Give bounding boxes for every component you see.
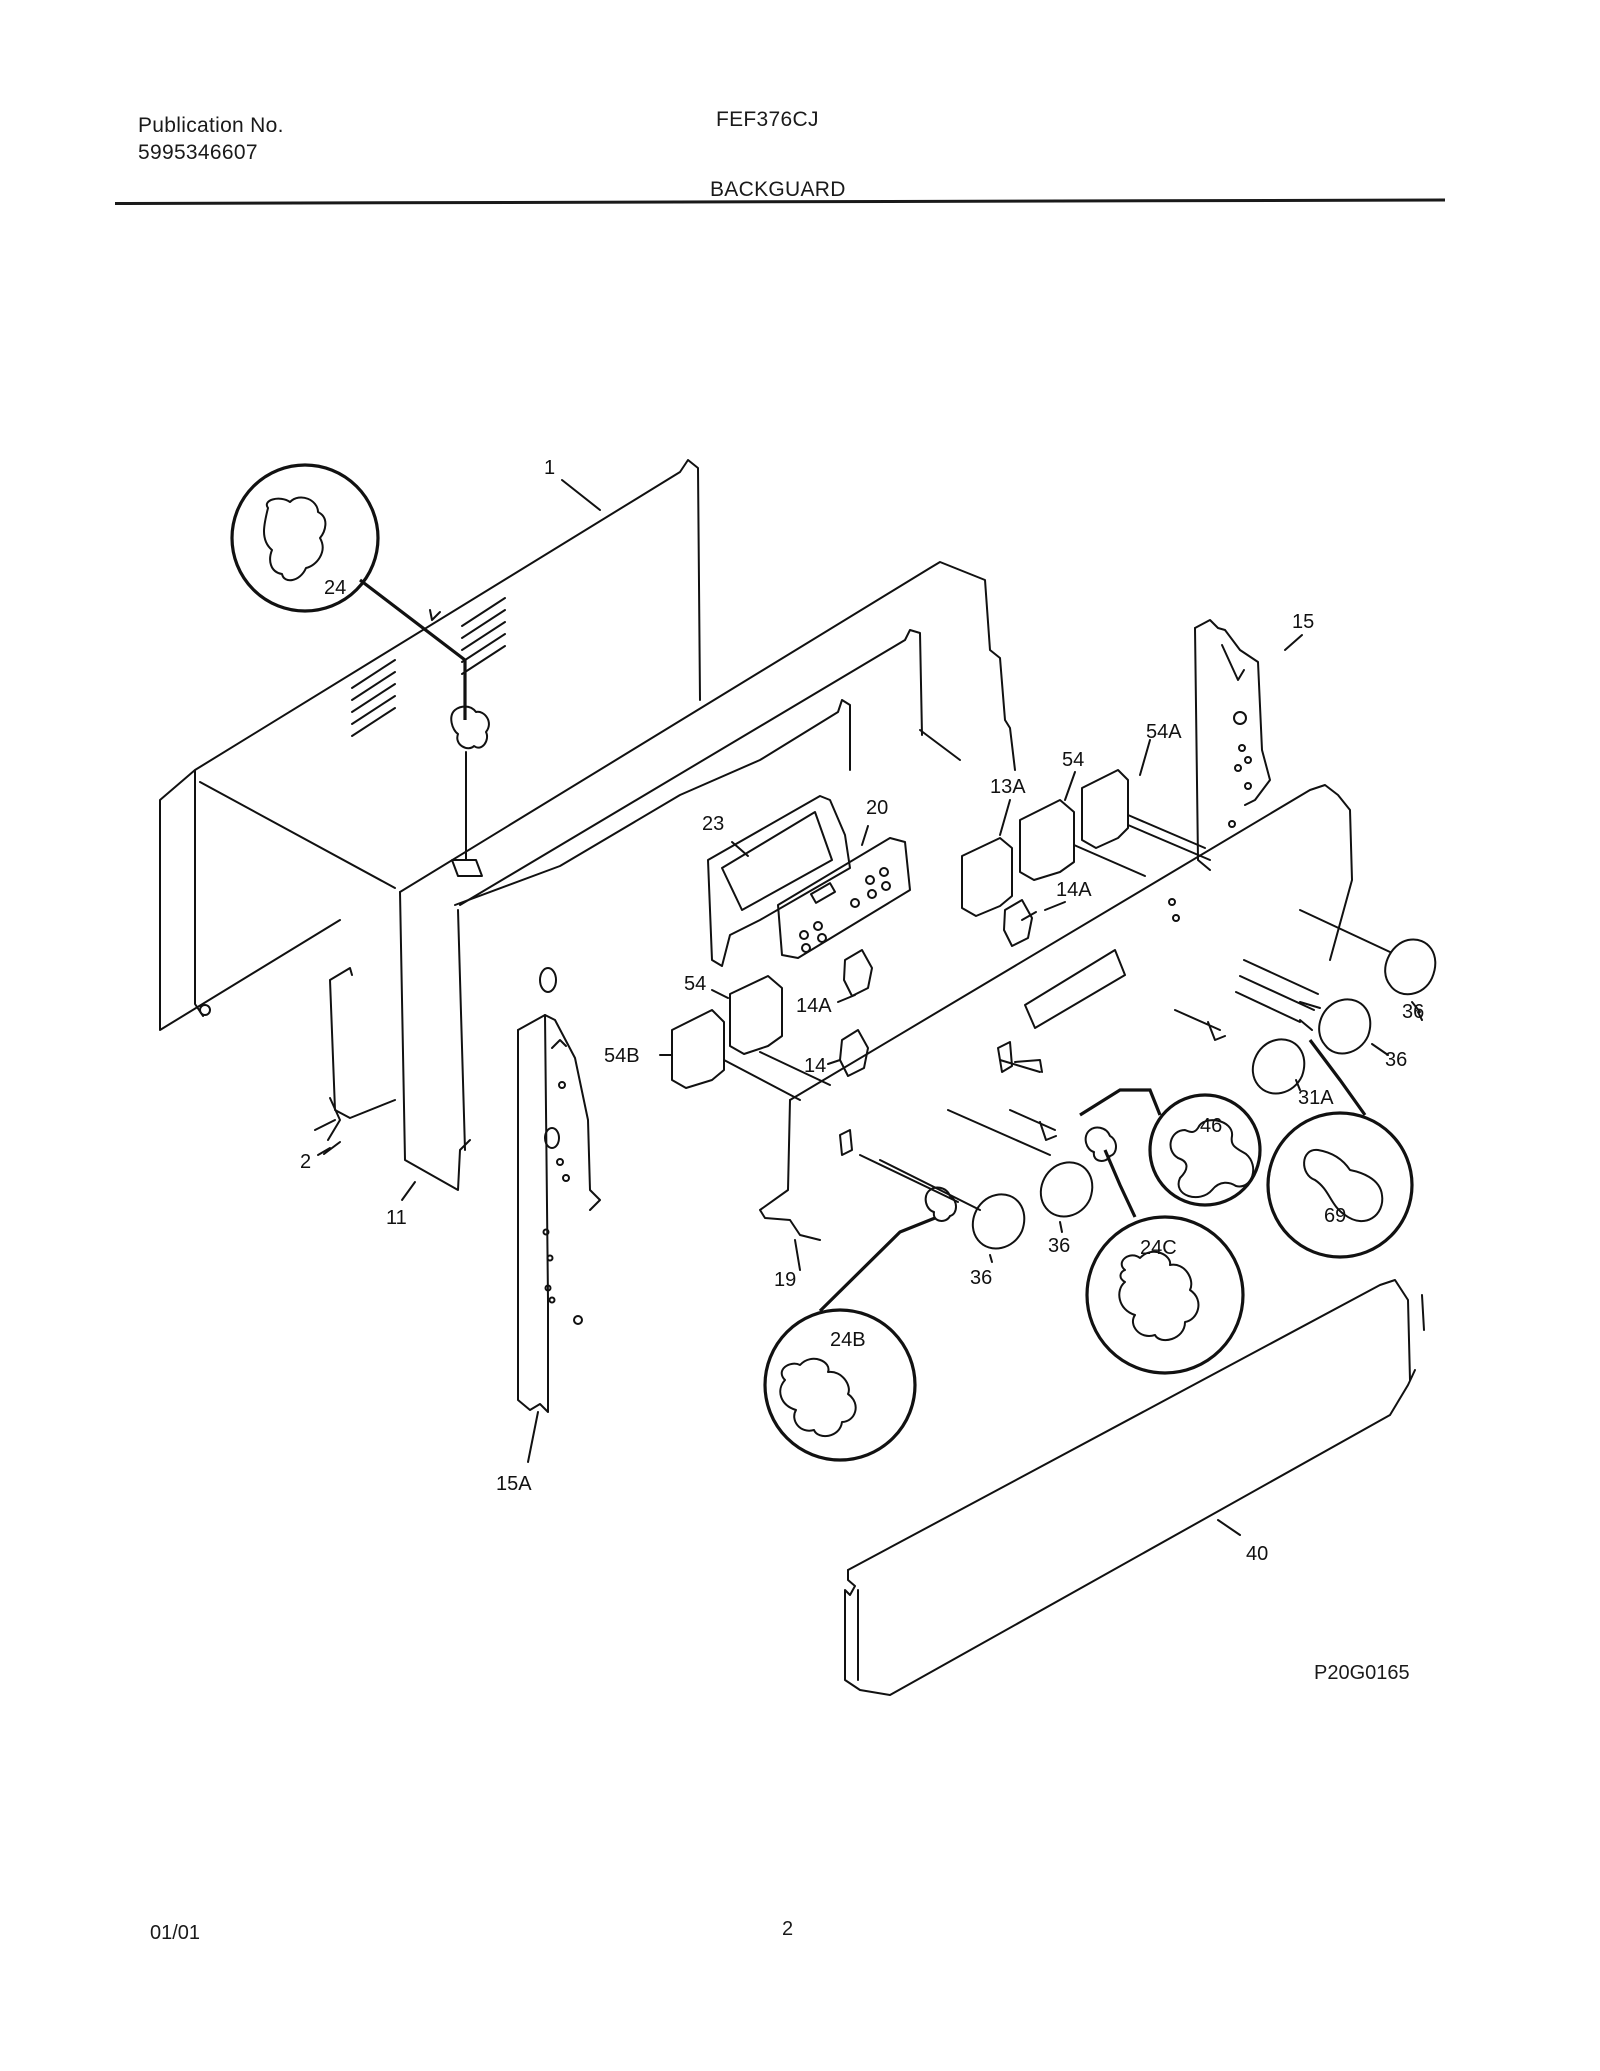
callout-2: 2 [300, 1151, 311, 1173]
callout-leaders [317, 479, 1423, 1536]
callout-46: 46 [1200, 1115, 1222, 1137]
end-bracket-15 [1194, 619, 1271, 871]
publication-label: Publication No. [138, 114, 284, 137]
switch-54b [671, 1009, 801, 1101]
backguard-frame [323, 561, 1016, 1191]
detail-24b [763, 1186, 957, 1462]
switch-14a-lower [843, 949, 873, 997]
rear-cover-panel [159, 459, 701, 1031]
harness-detail-24 [230, 463, 490, 877]
callout-14a-top: 14A [1056, 879, 1092, 901]
clock-board-20 [777, 837, 911, 959]
callout-23: 23 [702, 813, 724, 835]
callout-24c: 24C [1140, 1237, 1177, 1259]
callout-19: 19 [774, 1269, 796, 1291]
callout-1: 1 [544, 457, 555, 479]
callout-69: 69 [1324, 1205, 1346, 1227]
callout-31a: 31A [1298, 1087, 1334, 1109]
model-number: FEF376CJ [716, 108, 819, 131]
switch-13a [961, 837, 1013, 917]
end-bracket-15a [517, 1014, 601, 1413]
callout-15a: 15A [496, 1473, 532, 1495]
callout-14a-mid: 14A [796, 995, 832, 1017]
knob-31a [1251, 1038, 1306, 1095]
footer-date: 01/01 [150, 1922, 201, 1944]
figure-code: P20G0165 [1314, 1662, 1410, 1684]
callout-54-mid: 54 [684, 973, 706, 995]
bracket-2 [314, 967, 396, 1131]
detail-24c [1084, 1126, 1245, 1375]
knob-36-c [1039, 1161, 1094, 1218]
switch-54-top [1019, 799, 1146, 881]
trim-strip-40 [844, 1279, 1425, 1696]
vent-slots-left [351, 659, 396, 737]
vent-slots-right [461, 597, 506, 675]
callout-54a: 54A [1146, 721, 1182, 743]
detail-69 [1266, 1039, 1414, 1259]
knob-36-b [1318, 998, 1372, 1055]
knob-36-d [971, 1193, 1026, 1250]
section-title: BACKGUARD [710, 178, 846, 201]
callout-15: 15 [1292, 611, 1314, 633]
callout-11: 11 [386, 1207, 407, 1229]
detail-46 [1079, 1088, 1262, 1207]
callout-36-b: 36 [1385, 1049, 1407, 1071]
callout-36-c: 36 [1048, 1235, 1070, 1257]
callout-54b: 54B [604, 1045, 640, 1067]
callout-36-d: 36 [970, 1267, 992, 1289]
callout-36-a: 36 [1402, 1001, 1424, 1023]
callout-24b: 24B [830, 1329, 866, 1351]
page-number: 2 [782, 1918, 794, 1940]
callout-54-top: 54 [1062, 749, 1084, 771]
publication-number: 5995346607 [138, 141, 258, 164]
callout-13a: 13A [990, 776, 1026, 798]
switch-14 [839, 1029, 869, 1077]
callout-20: 20 [866, 797, 888, 819]
callout-14: 14 [804, 1055, 826, 1077]
callout-40: 40 [1246, 1543, 1268, 1565]
callout-24: 24 [324, 577, 346, 599]
control-panel-19 [759, 784, 1391, 1241]
clock-gasket-23 [707, 795, 851, 967]
switch-54-mid [729, 975, 831, 1086]
switch-54a [1081, 769, 1211, 861]
switch-14a-upper [1003, 899, 1037, 947]
knob-36-a [1384, 938, 1437, 996]
